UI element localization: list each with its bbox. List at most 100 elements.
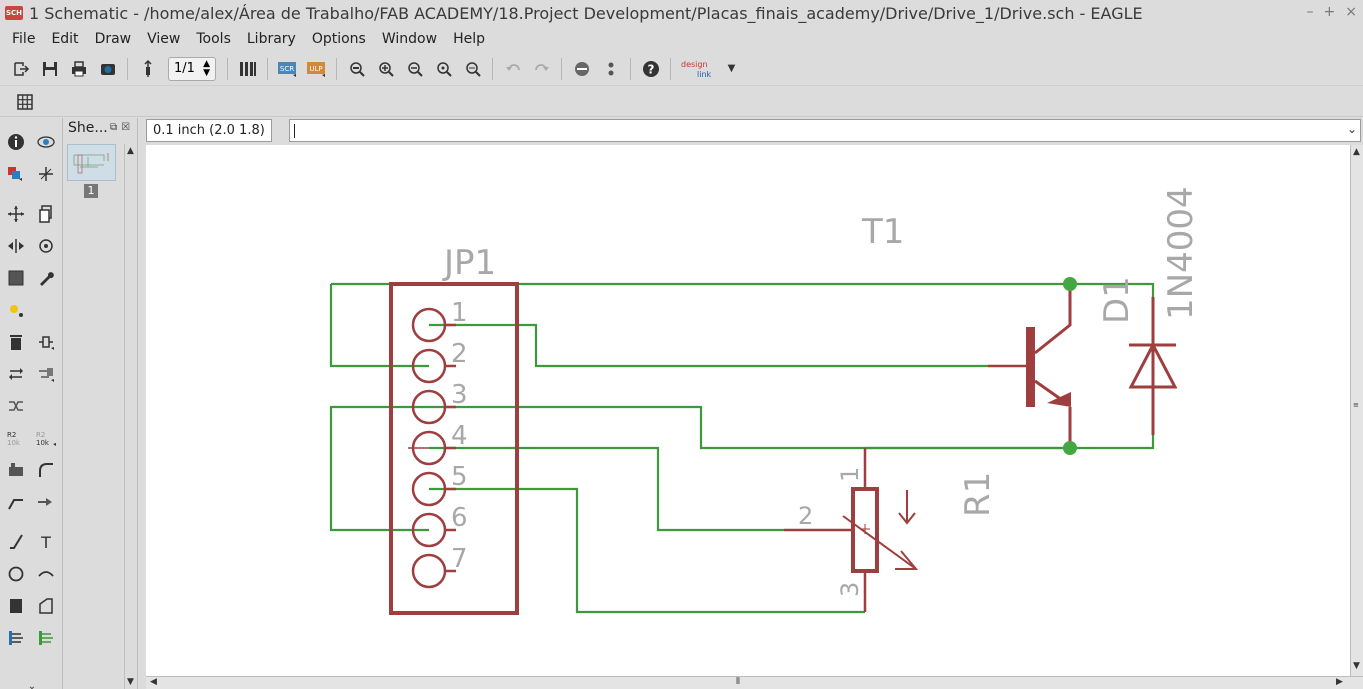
menu-file[interactable]: File <box>12 31 36 47</box>
design-link-icon[interactable]: design link <box>679 57 721 81</box>
net-junction <box>1063 277 1077 291</box>
scroll-grip-icon[interactable]: ⦀ <box>736 677 740 687</box>
print-icon[interactable] <box>67 57 91 81</box>
net-icon[interactable] <box>34 626 58 650</box>
wire-icon[interactable] <box>4 530 28 554</box>
command-line-input[interactable]: ⌄ <box>289 119 1361 142</box>
redo-icon[interactable] <box>530 57 554 81</box>
invoke-icon[interactable] <box>34 490 58 514</box>
menu-library[interactable]: Library <box>246 31 296 47</box>
trimpot-wiper-arrow <box>842 515 919 570</box>
zoom-fit-icon[interactable] <box>345 57 369 81</box>
replace-icon[interactable] <box>34 362 58 386</box>
sheets-scrollbar[interactable]: ▲ ▼ <box>124 144 136 689</box>
menu-options[interactable]: Options <box>311 31 366 47</box>
circle-icon[interactable] <box>4 562 28 586</box>
copy-icon[interactable] <box>34 202 58 226</box>
net-base <box>429 323 988 368</box>
cam-processor-icon[interactable] <box>96 57 120 81</box>
open-icon[interactable] <box>9 57 33 81</box>
help-icon[interactable]: ? <box>639 57 663 81</box>
ulp-label: ULP <box>309 65 322 73</box>
canvas-horizontal-scrollbar[interactable]: ◀ ⦀ ▶ <box>146 676 1363 689</box>
script-label: SCR <box>279 65 293 73</box>
sheet-select-value: 1/1 <box>174 61 195 76</box>
rotate-icon[interactable] <box>34 234 58 258</box>
minimize-button[interactable]: – <box>1306 4 1314 20</box>
scroll-grip-icon[interactable]: ≡ <box>1353 401 1359 409</box>
svg-text:T: T <box>40 533 51 551</box>
toolbar-separator <box>561 57 562 80</box>
split-icon[interactable] <box>4 490 28 514</box>
script-icon[interactable]: SCR <box>276 57 300 81</box>
zoom-last-icon[interactable] <box>461 57 485 81</box>
text-icon[interactable]: T <box>34 530 58 554</box>
group-icon[interactable] <box>4 266 28 290</box>
design-link-dropdown-icon[interactable]: ▼ <box>727 63 736 74</box>
menu-tools[interactable]: Tools <box>196 31 231 47</box>
menu-view[interactable]: View <box>147 31 181 47</box>
zoom-select-icon[interactable] <box>432 57 456 81</box>
polygon-icon[interactable] <box>34 594 58 618</box>
smash-icon[interactable] <box>4 458 28 482</box>
bus-icon[interactable] <box>4 626 28 650</box>
show-icon[interactable] <box>34 130 58 154</box>
rect-icon[interactable] <box>4 594 28 618</box>
zoom-out-icon[interactable] <box>403 57 427 81</box>
scroll-down-arrow-icon[interactable]: ▼ <box>1353 661 1360 671</box>
delete-icon[interactable] <box>4 330 28 354</box>
mirror-icon[interactable] <box>4 234 28 258</box>
svg-text:10k: 10k <box>7 439 21 447</box>
save-icon[interactable] <box>38 57 62 81</box>
design-link-label-bottom: link <box>697 70 712 79</box>
transistor-name-label: T1 <box>861 212 904 252</box>
arc-icon[interactable] <box>34 562 58 586</box>
mark-icon[interactable] <box>34 162 58 186</box>
close-panel-icon[interactable]: ☒ <box>121 122 131 133</box>
connector-name-label: JP1 <box>442 243 496 283</box>
gateswap-icon[interactable] <box>4 394 28 418</box>
move-icon[interactable] <box>4 202 28 226</box>
menu-draw[interactable]: Draw <box>94 31 132 47</box>
scroll-left-arrow-icon[interactable]: ◀ <box>150 677 157 687</box>
sheet-icon[interactable] <box>136 57 160 81</box>
menu-edit[interactable]: Edit <box>51 31 79 47</box>
layer-display-icon[interactable] <box>4 162 28 186</box>
sheet-number-badge: 1 <box>84 184 98 198</box>
ulp-icon[interactable]: ULP <box>305 57 329 81</box>
go-icon[interactable] <box>599 57 623 81</box>
transistor-base-bar <box>1026 327 1035 407</box>
maximize-button[interactable]: + <box>1323 4 1336 20</box>
add-icon[interactable] <box>34 330 58 354</box>
scroll-down-arrow-icon[interactable]: ▼ <box>127 677 134 687</box>
scroll-up-arrow-icon[interactable]: ▲ <box>1353 147 1360 157</box>
paste-icon[interactable] <box>4 298 28 322</box>
canvas-vertical-scrollbar[interactable]: ▲ ≡ ▼ <box>1350 145 1363 676</box>
command-history-dropdown-icon[interactable]: ⌄ <box>1346 122 1357 136</box>
menu-help[interactable]: Help <box>453 31 485 47</box>
window-controls: – + × <box>1307 4 1357 20</box>
sheet-select[interactable]: 1/1 ▲▼ <box>168 56 216 81</box>
miter-icon[interactable] <box>34 458 58 482</box>
zoom-in-icon[interactable] <box>374 57 398 81</box>
transistor-t1: T1 <box>861 212 1072 448</box>
change-icon[interactable] <box>34 266 58 290</box>
parameter-toolbar <box>0 87 1363 117</box>
sheet-thumbnail[interactable] <box>67 144 116 181</box>
menu-window[interactable]: Window <box>381 31 438 47</box>
pinswap-icon[interactable] <box>4 362 28 386</box>
trimpot-pin-label-1: 1 <box>836 467 864 482</box>
float-panel-icon[interactable]: ⧉ <box>110 122 118 133</box>
undo-icon[interactable] <box>501 57 525 81</box>
use-library-icon[interactable] <box>236 57 260 81</box>
info-icon[interactable] <box>4 130 28 154</box>
scroll-right-arrow-icon[interactable]: ▶ <box>1336 677 1343 687</box>
close-button[interactable]: × <box>1345 4 1357 20</box>
more-tools-icon[interactable]: ⌄ <box>27 680 37 689</box>
grid-icon[interactable] <box>13 90 37 114</box>
stop-icon[interactable] <box>570 57 594 81</box>
scroll-up-arrow-icon[interactable]: ▲ <box>127 146 134 156</box>
